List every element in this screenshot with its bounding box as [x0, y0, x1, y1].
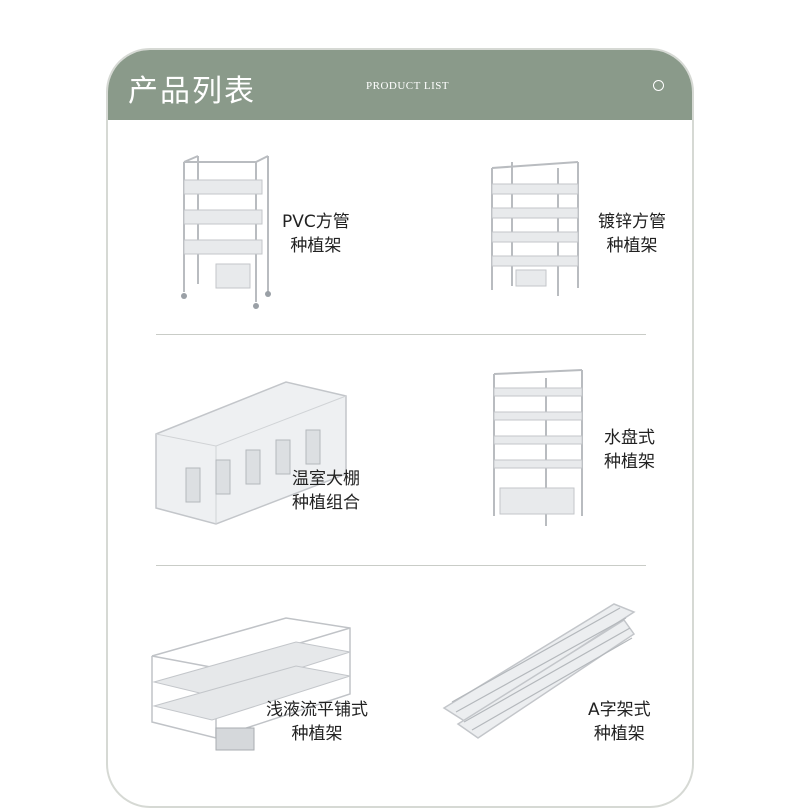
header-bar: 产品列表 PRODUCT LIST — [108, 50, 692, 120]
galvanized-rack-image[interactable] — [486, 158, 586, 308]
row-divider — [156, 334, 646, 335]
greenhouse-combo-image[interactable] — [146, 378, 352, 526]
circle-icon — [653, 80, 664, 91]
product-label-water-tray: 水盘式种植架 — [604, 428, 655, 472]
a-frame-rack-image[interactable] — [438, 598, 638, 744]
product-list-card: 产品列表 PRODUCT LIST PVC方管种植架 — [106, 48, 694, 808]
pvc-rack-image[interactable] — [176, 152, 276, 318]
row-divider — [156, 565, 646, 566]
page-title: 产品列表 — [128, 74, 256, 109]
shallow-flow-rack-image[interactable] — [146, 612, 354, 752]
page-subtitle: PRODUCT LIST — [366, 80, 450, 92]
product-label-greenhouse: 温室大棚种植组合 — [292, 469, 360, 513]
product-label-shallow-flow: 浅液流平铺式种植架 — [266, 700, 368, 744]
product-label-pvc: PVC方管种植架 — [282, 212, 350, 256]
water-tray-rack-image[interactable] — [488, 366, 588, 528]
product-label-a-frame: A字架式种植架 — [588, 700, 651, 744]
product-label-galvanized: 镀锌方管种植架 — [598, 212, 666, 256]
